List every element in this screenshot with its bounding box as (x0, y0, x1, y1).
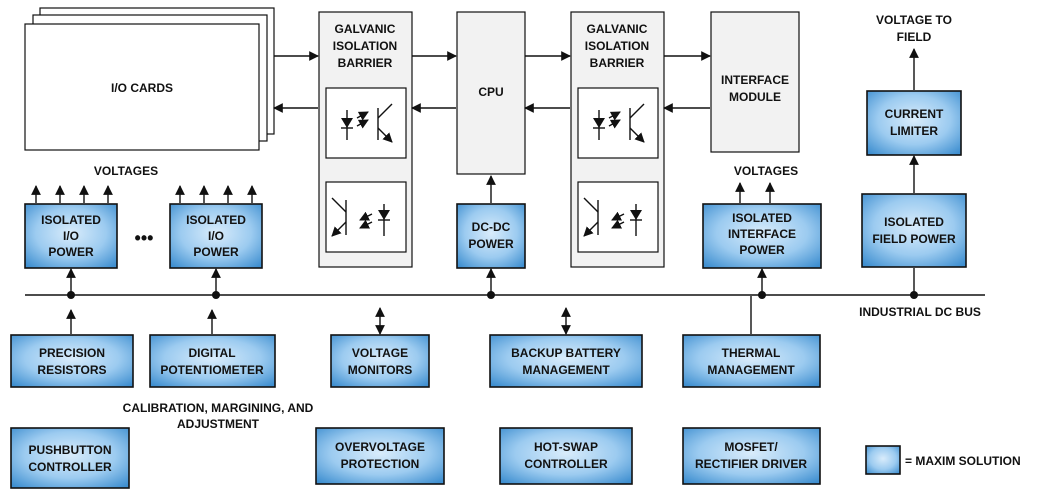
mosfet-driver-line1: MOSFET/ (724, 440, 778, 454)
thermal-management-line2: MANAGEMENT (707, 363, 795, 377)
mosfet-driver-line2: RECTIFIER DRIVER (695, 457, 807, 471)
isolated-interface-power-line1: ISOLATED (732, 211, 792, 225)
cpu-block: CPU (456, 11, 526, 175)
thermal-management-line1: THERMAL (722, 346, 781, 360)
voltage-to-field-line1: VOLTAGE TO (876, 13, 952, 27)
voltage-monitors-line1: VOLTAGE (352, 346, 408, 360)
isolated-io-power-2-line2: I/O (208, 229, 224, 243)
pushbutton-controller-block: PUSHBUTTON CONTROLLER (10, 427, 130, 489)
dc-dc-power-block: DC-DC POWER (456, 203, 526, 269)
pushbutton-controller-line1: PUSHBUTTON (28, 443, 111, 457)
overvoltage-protection-line2: PROTECTION (341, 457, 420, 471)
hot-swap-controller-block: HOT-SWAP CONTROLLER (499, 427, 633, 485)
current-limiter-block: CURRENT LIMITER (866, 90, 962, 156)
optocoupler-icon (577, 87, 659, 159)
isolation-right-line2: ISOLATION (585, 39, 649, 53)
optocoupler-icon (325, 181, 407, 253)
digital-potentiometer-line2: POTENTIOMETER (160, 363, 264, 377)
backup-battery-block: BACKUP BATTERY MANAGEMENT (489, 334, 643, 388)
voltages-left-label: VOLTAGES (94, 164, 158, 178)
galvanic-isolation-barrier-right: GALVANIC ISOLATION BARRIER (570, 11, 665, 268)
isolation-left-line2: ISOLATION (333, 39, 397, 53)
isolation-left-line1: GALVANIC (335, 22, 396, 36)
isolated-io-power-1-line2: I/O (63, 229, 79, 243)
backup-battery-line1: BACKUP BATTERY (511, 346, 621, 360)
current-limiter-line2: LIMITER (890, 124, 938, 138)
dc-dc-power-line1: DC-DC (472, 220, 511, 234)
isolated-interface-power-line3: POWER (739, 243, 785, 257)
io-cards-box (24, 23, 260, 151)
hot-swap-controller-line2: CONTROLLER (524, 457, 608, 471)
digital-potentiometer-line1: DIGITAL (188, 346, 235, 360)
bus-node (910, 291, 918, 299)
thermal-management-block: THERMAL MANAGEMENT (682, 334, 821, 388)
calibration-caption-line2: ADJUSTMENT (177, 417, 260, 431)
interface-module-line2: MODULE (729, 90, 781, 104)
voltage-monitors-line2: MONITORS (348, 363, 412, 377)
isolated-interface-power-block: ISOLATED INTERFACE POWER (702, 182, 822, 269)
bus-node (212, 291, 220, 299)
bus-node (758, 291, 766, 299)
isolated-io-power-2-block: ISOLATED I/O POWER (169, 185, 263, 269)
optocoupler-icon (577, 181, 659, 253)
isolation-left-line3: BARRIER (338, 56, 393, 70)
bus-node (487, 291, 495, 299)
mosfet-driver-block: MOSFET/ RECTIFIER DRIVER (682, 427, 821, 485)
industrial-dc-bus: INDUSTRIAL DC BUS (25, 268, 985, 319)
calibration-caption-line1: CALIBRATION, MARGINING, AND (123, 401, 314, 415)
voltage-to-field-line2: FIELD (897, 30, 932, 44)
isolated-interface-power-line2: INTERFACE (728, 227, 796, 241)
current-limiter-line1: CURRENT (885, 107, 944, 121)
voltage-monitors-block: VOLTAGE MONITORS (330, 334, 430, 388)
digital-potentiometer-block: DIGITAL POTENTIOMETER (149, 334, 276, 388)
isolated-io-power-2-line1: ISOLATED (186, 213, 246, 227)
hot-swap-controller-line1: HOT-SWAP (534, 440, 598, 454)
isolated-io-power-1-line1: ISOLATED (41, 213, 101, 227)
overvoltage-protection-line1: OVERVOLTAGE (335, 440, 425, 454)
legend: = MAXIM SOLUTION (865, 445, 1021, 475)
industrial-dc-bus-label: INDUSTRIAL DC BUS (859, 305, 981, 319)
io-cards-label: I/O CARDS (111, 81, 173, 95)
precision-resistors-line2: RESISTORS (37, 363, 106, 377)
precision-resistors-line1: PRECISION (39, 346, 105, 360)
isolated-field-power-line1: ISOLATED (884, 215, 944, 229)
legend-label: = MAXIM SOLUTION (905, 454, 1021, 468)
bus-node (67, 291, 75, 299)
isolated-field-power-block: ISOLATED FIELD POWER (861, 193, 967, 268)
isolated-io-power-2-line3: POWER (193, 245, 239, 259)
interface-module-block: INTERFACE MODULE (710, 11, 800, 153)
cpu-label: CPU (478, 85, 503, 99)
pushbutton-controller-line2: CONTROLLER (28, 460, 112, 474)
galvanic-isolation-barrier-left: GALVANIC ISOLATION BARRIER (318, 11, 413, 268)
isolation-right-line1: GALVANIC (587, 22, 648, 36)
io-cards-stack: I/O CARDS (24, 7, 275, 151)
isolated-io-power-1-block: ISOLATED I/O POWER (24, 185, 118, 269)
ellipsis: ••• (135, 228, 154, 248)
isolated-io-power-1-line3: POWER (48, 245, 94, 259)
legend-swatch (865, 445, 901, 475)
isolated-field-power-line2: FIELD POWER (872, 232, 956, 246)
precision-resistors-block: PRECISION RESISTORS (10, 334, 134, 388)
voltages-right-label: VOLTAGES (734, 164, 798, 178)
isolation-right-line3: BARRIER (590, 56, 645, 70)
overvoltage-protection-block: OVERVOLTAGE PROTECTION (315, 427, 445, 485)
backup-battery-line2: MANAGEMENT (522, 363, 610, 377)
optocoupler-icon (325, 87, 407, 159)
dc-dc-power-line2: POWER (468, 237, 514, 251)
interface-module-line1: INTERFACE (721, 73, 789, 87)
